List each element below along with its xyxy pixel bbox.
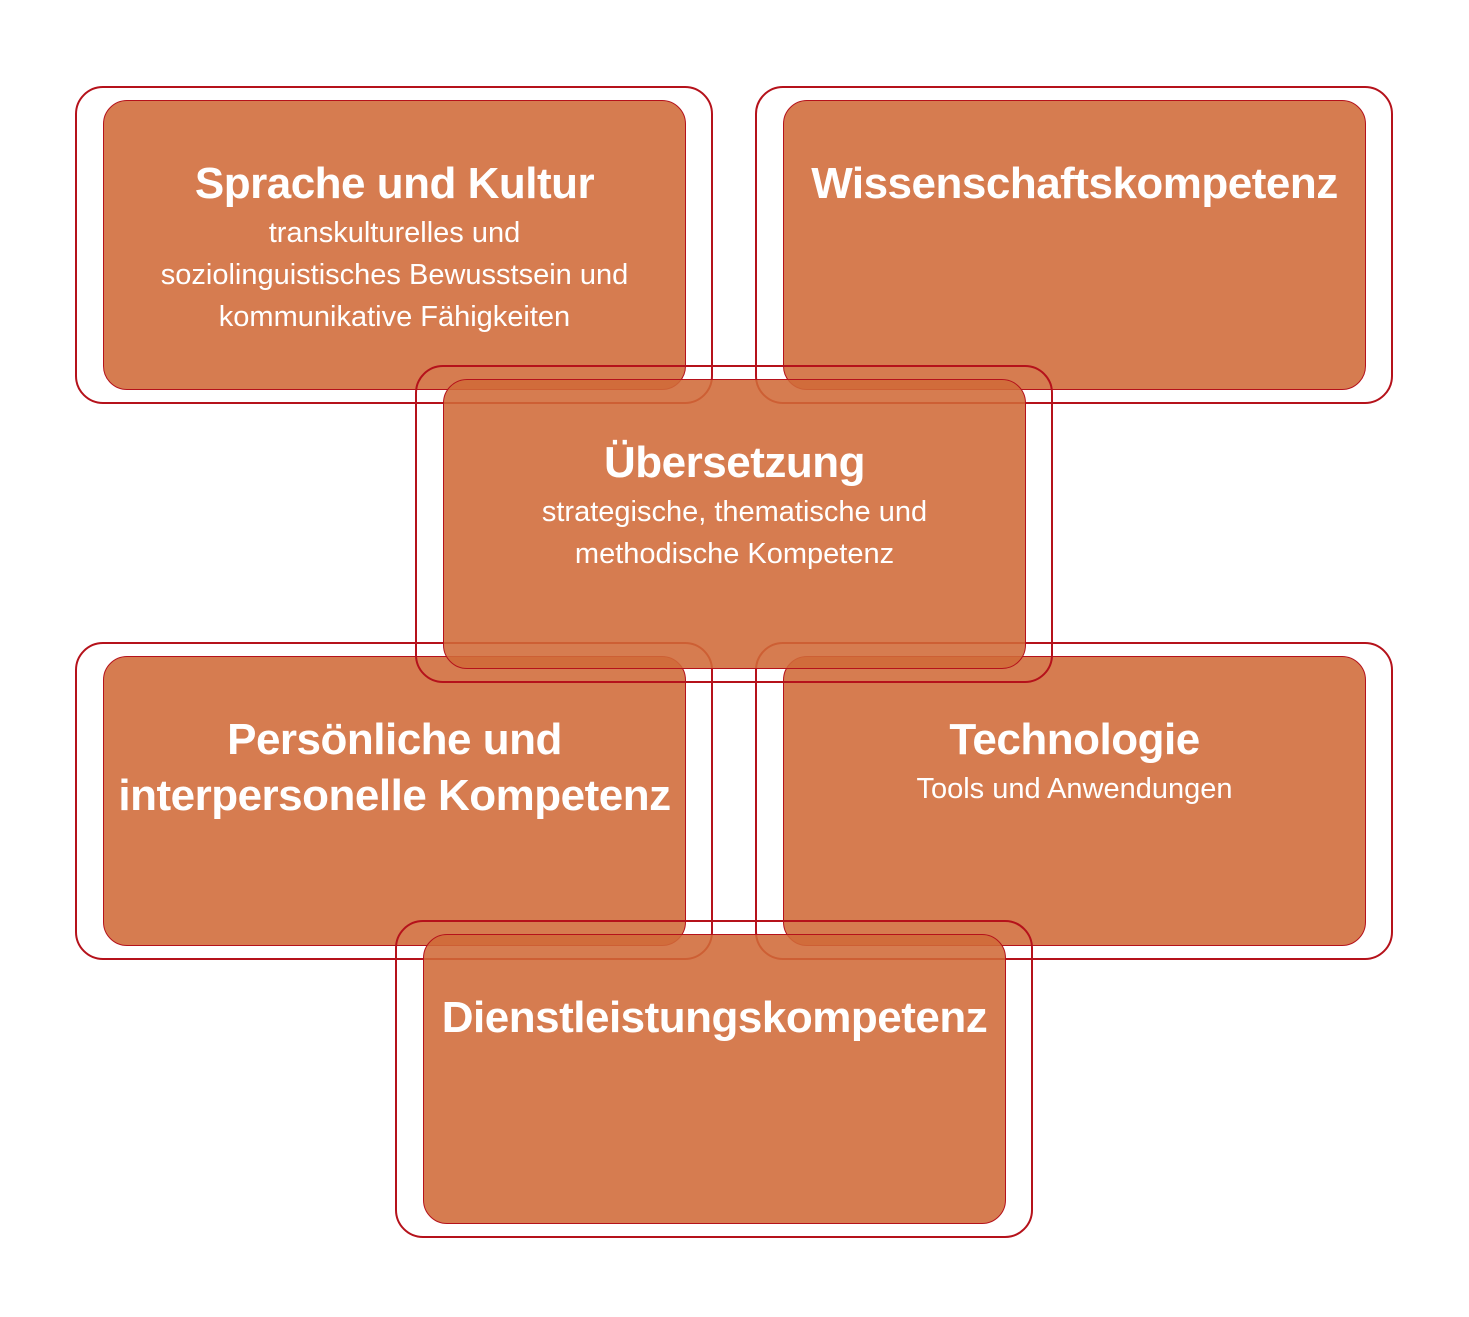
box-fill-sprache-und-kultur xyxy=(103,100,686,390)
box-outline-wissenschaftskompetenz xyxy=(755,86,1393,404)
box-title: Wissenschaftskompetenz xyxy=(811,159,1338,208)
box-wissenschaftskompetenz: Wissenschaftskompetenz xyxy=(783,156,1366,212)
box-fill-wissenschaftskompetenz xyxy=(783,100,1366,390)
box-outline-sprache-und-kultur xyxy=(75,86,713,404)
box-fill-dienstleistungskompetenz xyxy=(423,934,1006,1224)
box-persoenliche-kompetenz: Persönliche und interpersonelle Kompeten… xyxy=(103,712,686,824)
box-technologie: Technologie Tools und Anwendungen xyxy=(783,712,1366,810)
box-title: Sprache und Kultur xyxy=(194,159,595,208)
box-sprache-und-kultur: Sprache und Kultur transkulturelles und … xyxy=(103,156,686,338)
box-outline-persoenliche-kompetenz xyxy=(75,642,713,960)
box-uebersetzung: Übersetzung strategische, thematische un… xyxy=(443,435,1026,575)
box-outline-technologie xyxy=(755,642,1393,960)
box-subtitle: Tools und Anwendungen xyxy=(916,773,1233,805)
box-fill-uebersetzung xyxy=(443,379,1026,669)
box-fill-persoenliche-kompetenz xyxy=(103,656,686,946)
box-outline-uebersetzung xyxy=(415,365,1053,683)
box-outline-dienstleistungskompetenz xyxy=(395,920,1033,1238)
box-title: Technologie xyxy=(949,715,1200,764)
box-title: Dienstleistungskompetenz xyxy=(441,993,988,1042)
box-subtitle: strategische, thematische und methodisch… xyxy=(541,496,928,570)
box-dienstleistungskompetenz: Dienstleistungskompetenz xyxy=(423,990,1006,1046)
box-title: Persönliche und interpersonelle Kompeten… xyxy=(118,715,671,820)
box-title: Übersetzung xyxy=(604,438,865,487)
box-fill-technologie xyxy=(783,656,1366,946)
box-subtitle: transkulturelles und soziolinguistisches… xyxy=(160,217,629,333)
